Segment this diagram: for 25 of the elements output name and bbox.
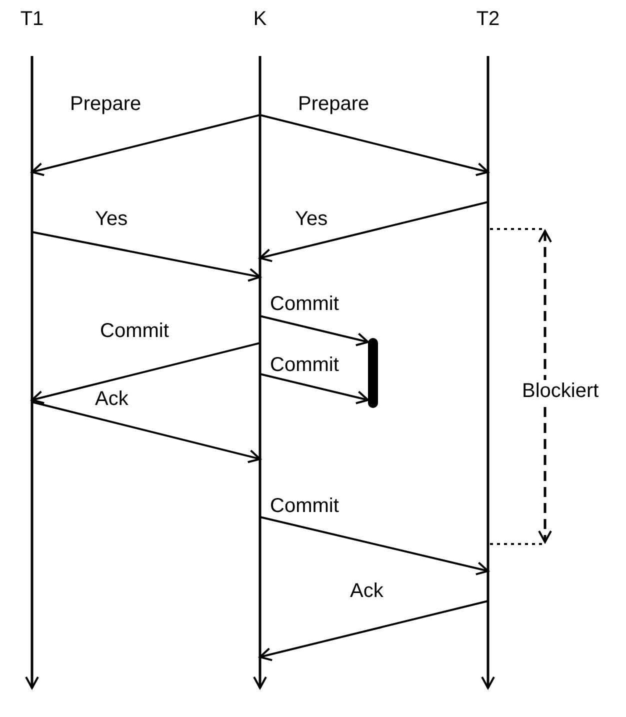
edge-label: Yes <box>295 208 328 230</box>
edge-label: Prepare <box>70 93 142 115</box>
message-arrow <box>260 373 369 404</box>
message-arrow <box>32 401 261 464</box>
edge-label: Commit <box>270 293 339 315</box>
message-arrow <box>32 231 261 282</box>
edge-label: Ack <box>350 580 384 602</box>
message-arrow <box>259 201 488 262</box>
edge-label: Commit <box>270 495 339 517</box>
lifeline-label: T1 <box>19 8 45 30</box>
lifeline-label: T2 <box>475 8 501 30</box>
message-arrow <box>31 114 260 176</box>
lifeline-label: K <box>252 8 268 30</box>
edge-label: Yes <box>95 208 128 230</box>
interval-label: Blockiert <box>522 380 599 402</box>
message-arrow <box>31 342 260 404</box>
message-arrow <box>259 600 488 662</box>
message-arrow <box>260 516 489 576</box>
edge-label: Commit <box>100 320 169 342</box>
edge-label: Prepare <box>298 93 370 115</box>
activation-bar <box>368 338 378 408</box>
edge-label: Ack <box>95 388 128 410</box>
message-arrow <box>260 315 369 346</box>
edge-label: Commit <box>270 354 339 376</box>
message-arrow <box>260 114 489 176</box>
